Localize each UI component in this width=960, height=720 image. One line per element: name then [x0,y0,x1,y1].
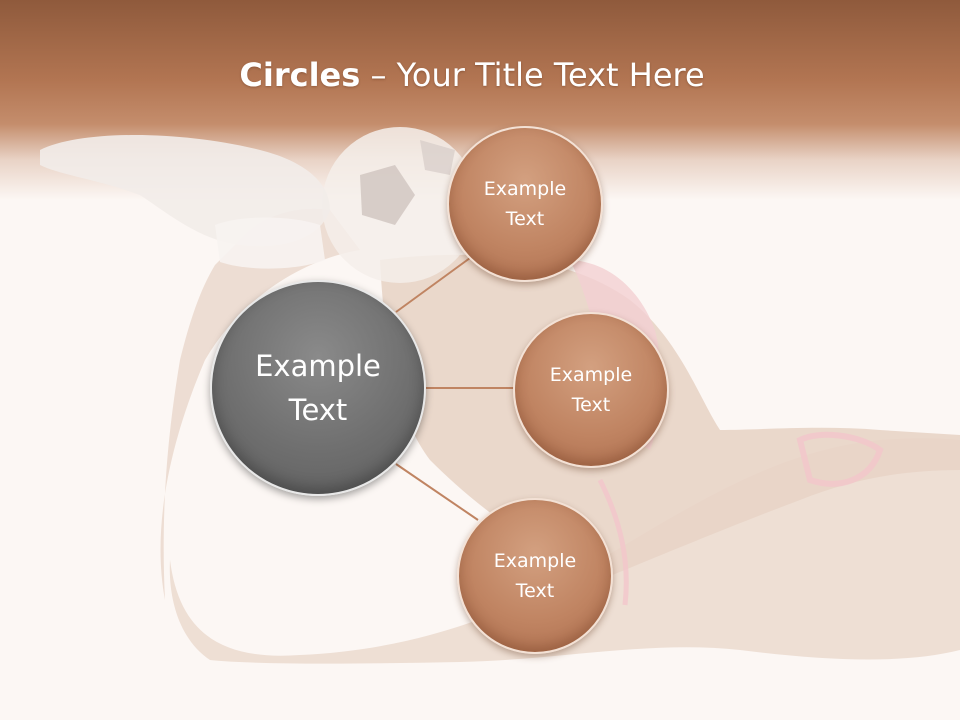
node-3-line1: Example [494,546,576,576]
center-circle-line2: Text [255,388,381,432]
connector-3 [396,464,478,520]
node-2-line2: Text [550,390,632,420]
node-3-line2: Text [494,576,576,606]
node-circle-3[interactable]: Example Text [457,498,613,654]
node-circle-1[interactable]: Example Text [447,126,603,282]
node-2-line1: Example [550,360,632,390]
center-circle[interactable]: Example Text [210,280,426,496]
node-circle-2[interactable]: Example Text [513,312,669,468]
node-1-line1: Example [484,174,566,204]
node-1-line2: Text [484,204,566,234]
connector-1 [396,258,470,312]
center-circle-line1: Example [255,344,381,388]
